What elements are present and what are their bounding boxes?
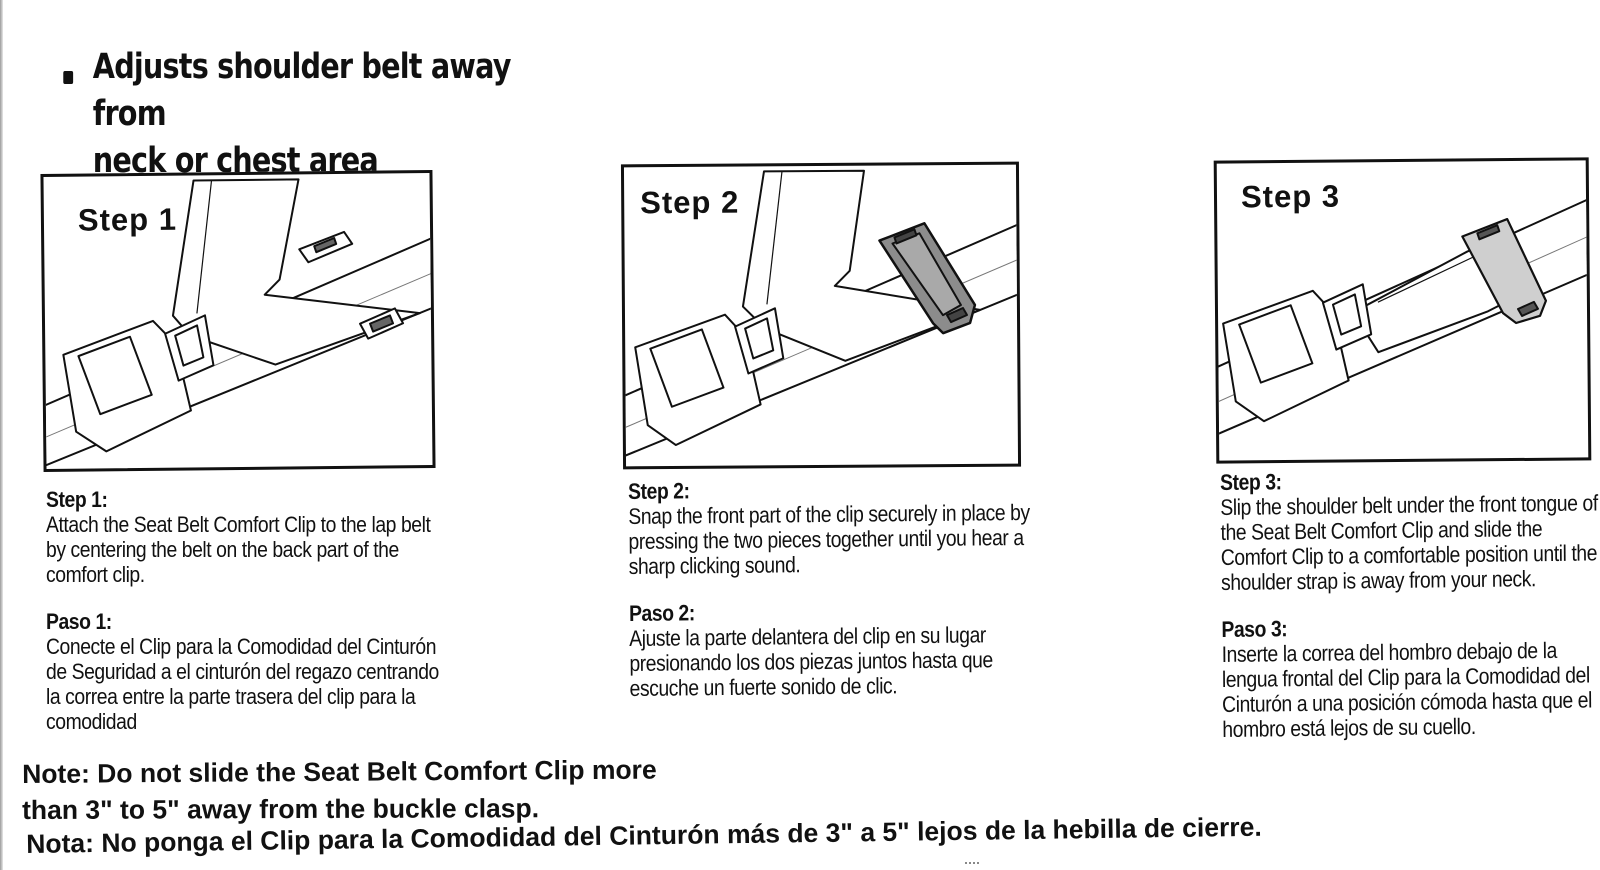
scan-edge [0,0,3,870]
paso-1-text: Conecte el Clip para la Comodidad del Ci… [46,634,439,734]
step-2-text: Snap the front part of the clip securely… [628,499,1030,579]
step-1-text: Attach the Seat Belt Comfort Clip to the… [46,512,431,587]
note-english-line-1: Note: Do not slide the Seat Belt Comfort… [22,754,657,789]
belt-with-closed-clip-illustration [623,169,1022,459]
paso-2-text: Ajuste la parte delantera del clip en su… [629,622,993,701]
headline-line-1: Adjusts shoulder belt away from [92,47,512,134]
headline: Adjusts shoulder belt away from neck or … [60,44,519,185]
step-2-caption: Step 2: Snap the front part of the clip … [628,475,1064,701]
step-1-title: Step 1: [46,487,108,512]
scan-artifact [965,862,979,867]
paso-1-title: Paso 1: [46,609,112,634]
step-3-label: Step 3 [1236,178,1345,216]
step-1-illustration-panel: Step 1 [40,169,436,473]
step-1-label: Step 1 [73,201,182,239]
step-3-illustration-panel: Step 3 [1213,157,1592,464]
shoulder-belt-through-clip-illustration [1216,194,1592,437]
square-bullet-icon [63,71,74,84]
belt-with-open-clip-illustration [43,178,436,469]
paso-3-text: Inserte la correa del hombro debajo de l… [1221,637,1593,742]
step-3-caption: Step 3: Slip the shoulder belt under the… [1220,465,1600,742]
step-1-caption: Step 1: Attach the Seat Belt Comfort Cli… [46,487,450,734]
step-2-illustration-panel: Step 2 [620,161,1022,470]
step-3-text: Slip the shoulder belt under the front t… [1220,490,1598,595]
step-2-label: Step 2 [636,184,744,222]
